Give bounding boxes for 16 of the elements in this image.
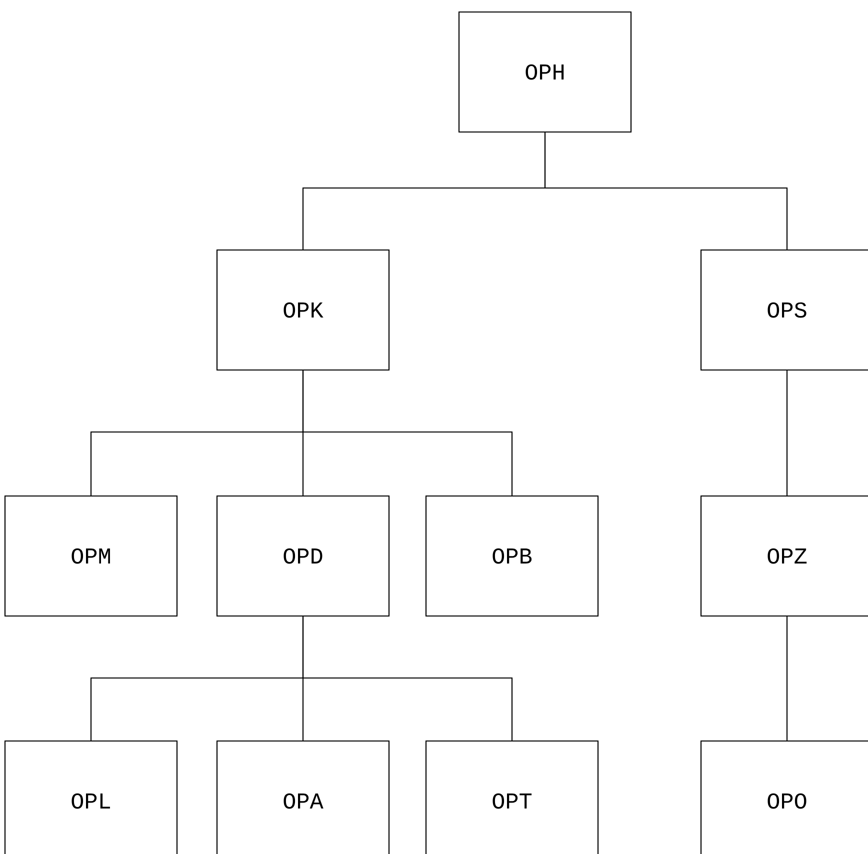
box: OPD [216, 495, 390, 617]
box: OPT [425, 740, 599, 854]
box: OPO [700, 740, 868, 854]
box: OPH [458, 11, 632, 133]
box: OPS [700, 249, 868, 371]
box: OPA [216, 740, 390, 854]
connector-line [786, 616, 788, 740]
box: OPL [4, 740, 178, 854]
box: OPZ [700, 495, 868, 617]
connector-line [302, 616, 513, 740]
box: OPM [4, 495, 178, 617]
box: OPK [216, 249, 390, 371]
connector-line [786, 370, 788, 496]
connector-line [302, 370, 513, 496]
connector-line [544, 132, 788, 250]
box: OPB [425, 495, 599, 617]
